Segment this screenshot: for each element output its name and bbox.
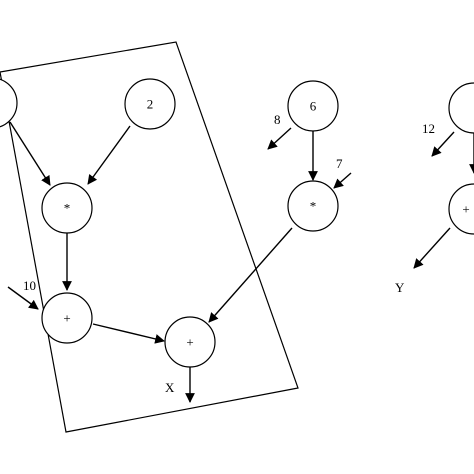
node-left-top — [0, 78, 18, 128]
edge-input-10-to-add-1 — [7, 286, 39, 310]
node-const-2-label: 2 — [147, 97, 154, 112]
edge-const-2-to-mult-1 — [87, 125, 131, 185]
node-add-2: + — [164, 316, 216, 368]
node-right-op: + — [448, 183, 474, 235]
node-add-1: + — [41, 292, 93, 344]
node-add-2-label: + — [186, 335, 193, 350]
node-add-1-label: + — [63, 311, 70, 326]
input-8-label: 8 — [274, 112, 281, 127]
edge-right-top-to-input-12 — [431, 131, 455, 157]
edge-left-top-to-mult-1 — [9, 121, 51, 186]
input-7-label: 7 — [336, 156, 343, 171]
node-right-op-label: + — [462, 202, 469, 217]
edge-const-6-to-input-8 — [267, 127, 292, 150]
node-right-top — [448, 82, 474, 134]
node-mult-2-label: * — [310, 199, 317, 214]
input-10-label: 10 — [23, 278, 36, 293]
node-mult-1-label: * — [64, 201, 71, 216]
output-y-label: Y — [395, 280, 405, 295]
node-const-6-label: 6 — [310, 99, 317, 114]
node-const-2: 2 — [124, 78, 176, 130]
output-x-label: X — [165, 380, 175, 395]
node-mult-2: * — [287, 180, 339, 232]
edge-add-1-to-add-2 — [92, 323, 165, 344]
edge-right-op-to-output-y — [413, 227, 451, 269]
node-mult-1: * — [41, 182, 93, 234]
edge-mult-2-to-add-2 — [208, 227, 293, 323]
node-const-6: 6 — [287, 80, 339, 132]
input-12-label: 12 — [422, 121, 435, 136]
edge-input-7-to-mult-2 — [333, 172, 352, 189]
